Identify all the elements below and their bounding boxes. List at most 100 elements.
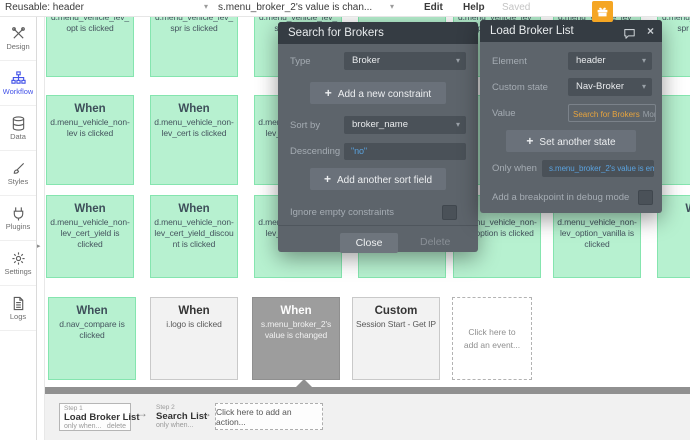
selected-event-pointer [296, 379, 312, 387]
event-card-custom-session[interactable]: Custom Session Start - Get IP [352, 297, 440, 380]
element-value: header [576, 55, 606, 66]
dialog-title: Search for Brokers [288, 27, 384, 39]
add-sort-field-button[interactable]: +Add another sort field [310, 168, 446, 190]
event-card-heading: When [74, 203, 106, 215]
delete-link[interactable]: delete [106, 423, 126, 430]
set-another-state-button[interactable]: +Set another state [506, 130, 636, 152]
sidebar-item-label: Plugins [5, 221, 31, 231]
event-card-text: d.menu_vehicle_non-lev_option is clicked [457, 217, 537, 239]
only-when-link[interactable]: only when... [156, 422, 194, 429]
only-when-label: Only when [492, 163, 537, 174]
sidebar-item-label: Styles [7, 176, 29, 186]
chevron-down-icon: ▾ [641, 82, 646, 91]
custom-state-label: Custom state [492, 82, 548, 93]
sidebar-item-label: Settings [4, 266, 32, 276]
sidebar-item-label: Logs [9, 311, 27, 321]
event-card-text: s.menu_broker_2's value is changed [260, 319, 332, 341]
plus-icon: + [324, 86, 332, 100]
plug-icon [13, 206, 23, 221]
event-selector-label: s.menu_broker_2's value is chan... [218, 2, 373, 13]
custom-state-select[interactable]: Nav-Broker ▾ [568, 78, 652, 96]
add-event-label: Click here to add an event... [463, 326, 521, 350]
element-select[interactable]: header ▾ [568, 52, 652, 70]
ignore-empty-checkbox[interactable] [442, 205, 457, 220]
type-select[interactable]: Broker ▾ [344, 52, 466, 70]
load-broker-list-dialog: Load Broker List × Element header ▾ Cust… [480, 20, 662, 213]
delete-button[interactable]: Delete [420, 236, 451, 248]
sidebar-item-styles[interactable]: Styles [0, 151, 36, 196]
more-link[interactable]: More... [642, 110, 656, 119]
event-card[interactable]: When d.menu_vehicle_non-lev is clicked [46, 95, 134, 185]
event-card-logo[interactable]: When i.logo is clicked [150, 297, 238, 380]
add-sort-field-label: Add another sort field [336, 175, 433, 186]
edit-menu[interactable]: Edit [424, 2, 443, 13]
comment-bubble-icon[interactable] [623, 25, 636, 47]
chevron-right-icon: ▸ [37, 243, 41, 250]
event-card[interactable]: When d.menu_vehicle_non-lev_cert is clic… [150, 95, 238, 185]
add-event-placeholder[interactable]: Click here to add an event... [452, 297, 532, 380]
event-card-text: d.menu_vehicle_lev_opt is clicked [51, 12, 129, 34]
sort-by-value: broker_name [352, 119, 408, 130]
action-step-1[interactable]: Step 1 Load Broker List only when... del… [59, 403, 140, 431]
sidebar-item-settings[interactable]: Settings [0, 241, 36, 286]
type-value: Broker [352, 55, 380, 66]
help-menu[interactable]: Help [463, 2, 485, 13]
gift-glyph [597, 7, 608, 17]
step-title: Search List [156, 411, 208, 422]
sidebar-item-label: Design [6, 41, 30, 51]
sidebar-item-data[interactable]: Data [0, 106, 36, 151]
sidebar-item-label: Workflow [2, 86, 34, 96]
event-card-heading: When [74, 103, 106, 115]
event-card[interactable]: When d.menu_vehicle_non-lev_cert_yield_d… [150, 195, 238, 278]
ignore-empty-label: Ignore empty constraints [290, 207, 395, 218]
add-constraint-button[interactable]: + Add a new constraint [310, 82, 446, 104]
dialog-title-bar[interactable]: Load Broker List × [480, 20, 662, 42]
event-card-heading: When [280, 305, 312, 317]
event-card-heading: When [178, 203, 210, 215]
sidebar-item-label: Data [10, 131, 26, 141]
step-title: Load Broker List [64, 412, 140, 423]
canvas-panel-divider[interactable] [44, 387, 690, 394]
gift-icon[interactable] [592, 1, 613, 22]
event-card-nav-compare[interactable]: When d.nav_compare is clicked [48, 297, 136, 380]
event-card-text: d.menu_vehicle_non-lev_option_vanilla is… [557, 217, 637, 250]
sidebar-item-design[interactable]: Design [0, 16, 36, 61]
workflow-tree-icon [10, 70, 26, 84]
value-expression: Search for Brokers [573, 110, 640, 119]
only-when-input[interactable]: s.menu_broker_2's value is empty [542, 160, 654, 177]
sidebar-item-logs[interactable]: Logs [0, 286, 36, 331]
sidebar-collapse-gutter[interactable]: ▸ [36, 16, 45, 440]
event-card[interactable]: When d.nav [657, 195, 690, 278]
reusable-element-dropdown[interactable]: Reusable: header ▾ [5, 2, 208, 13]
dialog-footer-divider [278, 225, 478, 226]
event-card-text: i.logo is clicked [166, 319, 222, 329]
close-icon[interactable]: × [646, 24, 654, 38]
design-tools-icon [11, 26, 25, 39]
custom-state-value: Nav-Broker [576, 81, 625, 92]
value-expression-field[interactable]: Search for BrokersMore... [568, 104, 656, 122]
action-sequence-panel: Step 1 Load Broker List only when... del… [44, 394, 690, 440]
descending-input[interactable]: "no" [344, 143, 466, 160]
arrow-right-icon: → [136, 406, 148, 420]
sidebar-item-workflow[interactable]: Workflow [0, 61, 36, 106]
event-card-heading: When [178, 103, 210, 115]
sidebar-item-plugins[interactable]: Plugins [0, 196, 36, 241]
sort-by-select[interactable]: broker_name ▾ [344, 116, 466, 134]
database-icon [12, 115, 24, 131]
event-card[interactable]: When d.menu_vehicle_non-lev_cert_yield i… [46, 195, 134, 278]
dialog-title-bar[interactable]: Search for Brokers [278, 22, 478, 44]
step-number: Step 1 [64, 405, 83, 412]
breakpoint-checkbox[interactable] [638, 190, 653, 205]
left-sidebar: Design Workflow Data Styles Plugins [0, 16, 37, 440]
add-action-placeholder[interactable]: Click here to add an action... [215, 403, 323, 430]
event-selector-dropdown[interactable]: s.menu_broker_2's value is chan... ▾ [218, 2, 394, 13]
document-icon [13, 296, 23, 310]
action-step-2[interactable]: Step 2 Search List only when... [152, 403, 224, 431]
chevron-down-icon: ▾ [455, 120, 460, 129]
event-card-text: Session Start - Get IP [356, 319, 436, 329]
event-card-selected[interactable]: When s.menu_broker_2's value is changed [252, 297, 340, 380]
add-constraint-label: Add a new constraint [337, 89, 432, 100]
only-when-link[interactable]: only when... [64, 423, 102, 430]
close-button[interactable]: Close [340, 233, 398, 253]
